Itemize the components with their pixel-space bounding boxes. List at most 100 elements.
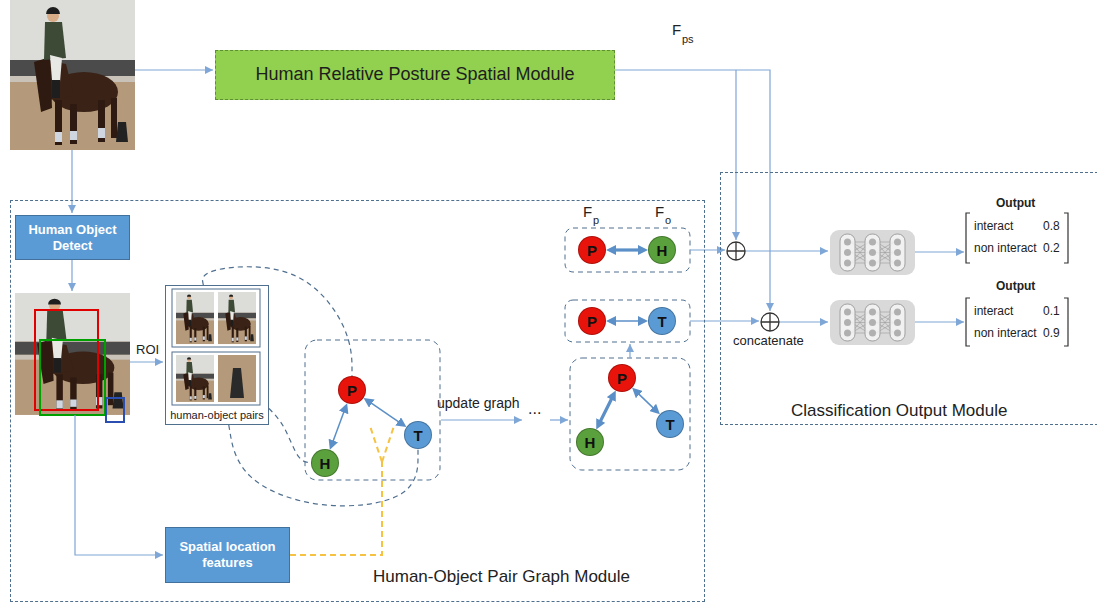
graph-frame [305, 340, 440, 480]
graph-node: P [578, 236, 606, 264]
spatial-feature-line [290, 426, 394, 555]
graph-node: P [578, 307, 606, 335]
flow-arrow [135, 69, 213, 70]
panel-label: human-object pairs [166, 409, 268, 421]
graph-edge [368, 401, 403, 425]
input-photo [10, 0, 135, 150]
text-label: F [655, 204, 664, 221]
graph-node: H [576, 428, 604, 456]
graph-node: H [648, 236, 676, 264]
node-letter: P [587, 243, 597, 258]
text-label: ROI [136, 343, 159, 357]
text-label: Output [996, 197, 1035, 210]
text-label: interact [974, 305, 1013, 318]
graph-edge [332, 408, 346, 445]
concat-cross [761, 313, 779, 331]
object-box [40, 340, 105, 415]
feature-line [615, 70, 770, 311]
dashed-connector [269, 409, 311, 463]
pair-frame [565, 228, 690, 272]
concat-circle [727, 242, 745, 260]
flow-arrow [915, 321, 964, 322]
flow-arrow [745, 250, 828, 251]
process-box: Human Relative Posture Spatial Module [215, 50, 615, 100]
box-label: Human Object Detect [22, 222, 123, 253]
text-label: update graph [437, 396, 520, 411]
text-label: F [583, 204, 592, 221]
flow-arrow [915, 251, 964, 252]
flow-arrow [550, 419, 568, 420]
human-box [35, 310, 98, 410]
graph-node: P [608, 364, 636, 392]
concat-symbol [761, 313, 779, 331]
text-label: Output [996, 280, 1035, 293]
flow-arrow [71, 260, 72, 291]
node-letter: P [617, 371, 627, 386]
box-label: Human Relative Posture Spatial Module [255, 64, 574, 86]
node-letter: H [585, 435, 596, 450]
flow-lines [72, 70, 964, 555]
graph-edge [636, 391, 657, 411]
bracket [966, 213, 970, 263]
pair-thumbnail [218, 355, 256, 402]
module-region: Classification Output Module [720, 172, 1097, 425]
text-label: interact [974, 220, 1013, 233]
text-label: 0.8 [1043, 220, 1060, 233]
node-letter: T [413, 428, 422, 443]
graph-frame [570, 358, 690, 470]
flow-arrow [441, 419, 522, 420]
object-box [106, 398, 124, 422]
bracket [1064, 213, 1068, 263]
module-region: Human-Object Pair Graph Module Human Obje… [10, 200, 705, 602]
flow-arrow [71, 150, 72, 213]
module-title: Human-Object Pair Graph Module [373, 567, 630, 587]
node-letter: H [320, 456, 331, 471]
box-label: Spatial location features [172, 539, 283, 570]
flow-arrow [779, 321, 828, 322]
dashed-connector [229, 425, 418, 506]
cone [230, 368, 244, 398]
graph-edge [611, 248, 643, 251]
text-label: concatenate [733, 334, 804, 348]
text-label: 0.1 [1043, 305, 1060, 318]
node-letter: T [657, 314, 666, 329]
text-label: 0.9 [1043, 327, 1060, 340]
text-label: ... [528, 400, 541, 418]
text-label: o [665, 214, 671, 226]
node-letter: T [665, 417, 674, 432]
graph-edge [598, 395, 613, 425]
node-letter: H [657, 243, 668, 258]
detected-photo [15, 293, 130, 415]
graph-node: P [338, 376, 366, 404]
text-label: non interact [974, 242, 1037, 255]
process-box: Spatial location features [165, 527, 290, 583]
pair-thumbnail [218, 292, 256, 344]
flow-arrow [75, 415, 163, 555]
pair-frame [565, 300, 690, 342]
graph-node: T [656, 410, 684, 438]
pair-outline [172, 352, 260, 405]
feature-line [735, 70, 736, 240]
concat-circle [761, 313, 779, 331]
pairs-panel: human-object pairs [165, 285, 269, 425]
flow-arrow [690, 320, 759, 321]
graph-node: H [311, 449, 339, 477]
text-label: F [672, 22, 681, 39]
flow-arrow [130, 361, 163, 362]
text-label: p [593, 214, 599, 226]
graph-node: T [404, 421, 432, 449]
bracket [966, 298, 970, 346]
node-letter: P [347, 383, 357, 398]
dashed-connector [203, 267, 352, 376]
concat-cross [727, 242, 745, 260]
network-icon [830, 230, 915, 275]
bracket [1064, 298, 1068, 346]
text-label: ps [682, 33, 694, 45]
concat-symbol [727, 242, 745, 260]
output-brackets [966, 213, 1068, 346]
text-label: 0.2 [1043, 242, 1060, 255]
pair-outline [172, 289, 260, 347]
module-title: Classification Output Module [791, 401, 1007, 421]
pair-thumbnail [176, 292, 214, 344]
